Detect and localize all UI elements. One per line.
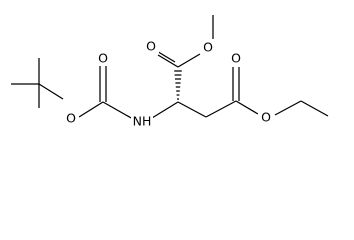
atom-label-methyl-ester-oxygen: O — [203, 40, 213, 55]
bond-methyl-ester-double-a — [157, 54, 179, 68]
bond-ethyl-ester-to-oxygen — [235, 100, 259, 115]
bond-methyl-ester-to-oxygen — [177, 53, 201, 68]
atom-label-amide-nh: NH — [133, 114, 152, 129]
atom-label-boc-carbonyl-oxygen: O — [98, 51, 108, 66]
chemical-structure-diagram: O O NH O O O O — [11, 15, 329, 129]
bond-tbutyl-quaternary-to-oxygen — [38, 83, 64, 100]
bond-alpha-to-ester-hashed-wedge — [174, 70, 182, 100]
bond-alpha-to-ch2 — [177, 101, 207, 118]
bond-nh-to-alpha-carbon — [151, 101, 179, 119]
bond-ch2-to-ethyl-ester-carbon — [205, 100, 237, 118]
atom-label-boc-ester-oxygen: O — [66, 111, 76, 126]
atom-labels: O O NH O O O O — [63, 38, 274, 129]
bond-oxygen-to-ethyl-ch2 — [274, 100, 302, 116]
bond-lines — [11, 15, 329, 120]
atom-label-methyl-ester-carbonyl-oxygen: O — [146, 39, 156, 54]
bond-boc-oxygen-to-carbonyl — [78, 101, 104, 118]
atom-label-ethyl-ester-carbonyl-oxygen: O — [231, 51, 241, 66]
bond-ethyl-ch2-to-ch3 — [300, 100, 329, 117]
bond-boc-carbonyl-to-nh — [102, 101, 134, 120]
atom-label-ethyl-ester-oxygen: O — [261, 110, 271, 125]
